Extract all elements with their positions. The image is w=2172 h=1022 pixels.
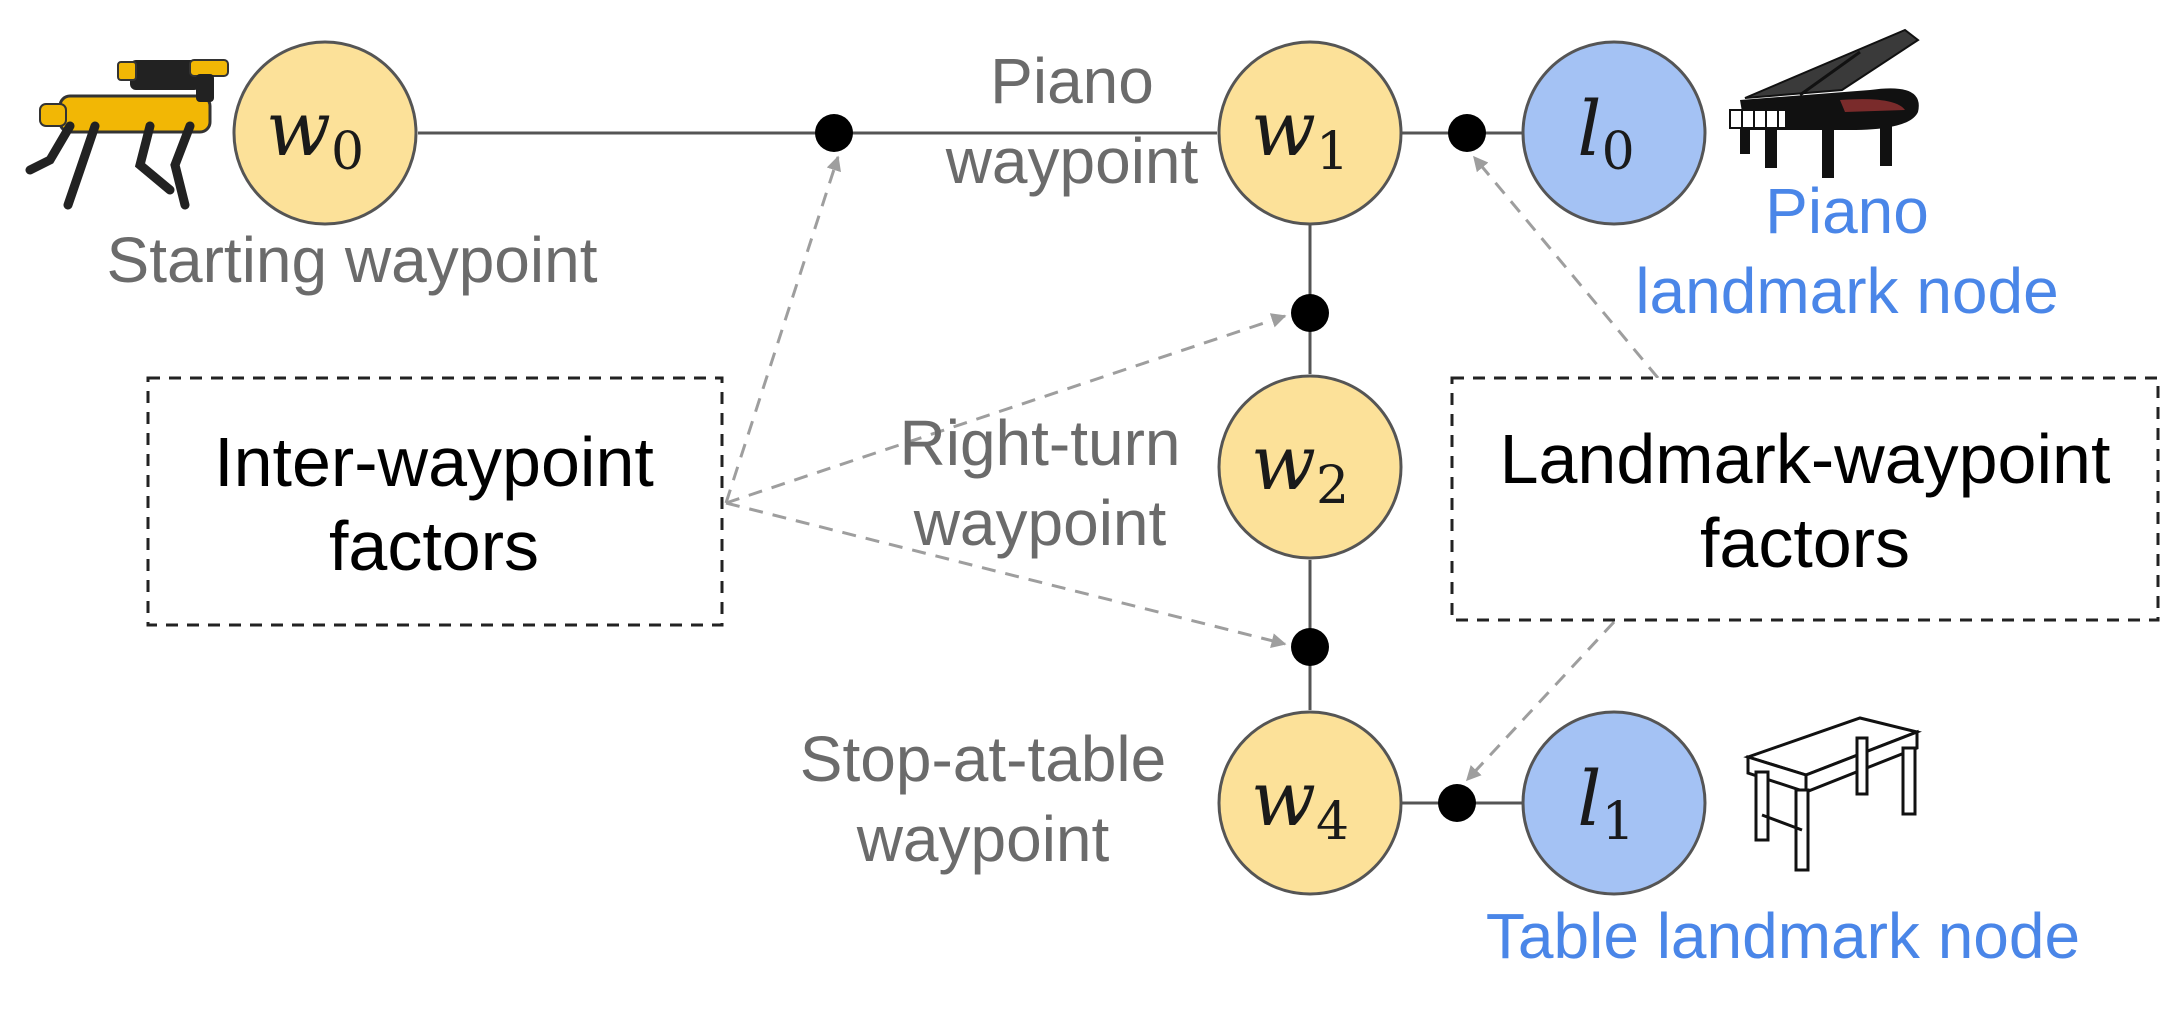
svg-text:l1: l1	[1577, 754, 1634, 852]
label-stop-table-line1: Stop-at-table	[800, 723, 1166, 795]
label-piano-landmark-line2: landmark node	[1635, 255, 2058, 327]
node-l0: l0	[1521, 40, 1707, 226]
arrow-inter-to-dot1	[724, 155, 841, 504]
node-w2-sub: 2	[1316, 456, 1349, 516]
node-w1: w1	[1217, 40, 1403, 226]
svg-text:w1: w1	[1251, 84, 1349, 182]
node-l0-sub: 0	[1602, 122, 1635, 182]
svg-text:w4: w4	[1251, 754, 1349, 852]
svg-text:w2: w2	[1251, 418, 1349, 516]
factor-dot-w1-w2	[1291, 294, 1329, 332]
factor-dot-w1-l0	[1448, 114, 1486, 152]
box-inter-line1: Inter-waypoint	[214, 423, 654, 501]
grand-piano-icon	[1729, 28, 1920, 178]
node-w4: w4	[1217, 710, 1403, 896]
factor-dots	[815, 114, 1486, 822]
label-right-turn-line2: waypoint	[913, 487, 1167, 559]
robot-dog-icon	[25, 59, 229, 210]
node-w0: w0	[232, 40, 418, 226]
table-icon	[1743, 716, 1922, 872]
node-l1-sub: 1	[1602, 792, 1635, 852]
node-w4-base: w	[1251, 754, 1316, 843]
box-landmark-line1: Landmark-waypoint	[1500, 420, 2111, 498]
node-w2-base: w	[1251, 418, 1316, 507]
box-landmark-waypoint-factors: Landmark-waypoint factors	[1450, 376, 2160, 622]
node-l1-base: l	[1577, 754, 1601, 843]
node-l1: l1	[1521, 710, 1707, 896]
box-inter-line2: factors	[329, 507, 539, 585]
node-w0-sub: 0	[331, 122, 364, 182]
label-piano-landmark-line1: Piano	[1765, 175, 1929, 247]
box-landmark-line2: factors	[1700, 504, 1910, 582]
box-inter-waypoint-factors: Inter-waypoint factors	[146, 376, 724, 627]
node-w4-sub: 4	[1316, 792, 1349, 852]
svg-text:l0: l0	[1577, 84, 1634, 182]
node-w1-base: w	[1251, 84, 1316, 173]
node-l0-base: l	[1577, 84, 1601, 173]
label-piano-waypoint-line1: Piano	[990, 45, 1154, 117]
dashed-arrows	[724, 155, 1660, 782]
arrow-inter-to-dot3	[725, 501, 1287, 648]
factor-dot-w4-l1	[1438, 784, 1476, 822]
arrow-lm-to-dot-table	[1465, 620, 1616, 782]
factor-dot-w0-w1	[815, 114, 853, 152]
node-w2: w2	[1217, 374, 1403, 560]
node-w1-sub: 1	[1316, 122, 1349, 182]
svg-text:w0: w0	[266, 84, 364, 182]
factor-dot-w2-w4	[1291, 628, 1329, 666]
label-stop-table-line2: waypoint	[856, 803, 1110, 875]
label-piano-waypoint-line2: waypoint	[945, 125, 1199, 197]
label-right-turn-line1: Right-turn	[900, 407, 1181, 479]
arrow-inter-to-dot2	[725, 313, 1287, 505]
label-table-landmark: Table landmark node	[1486, 900, 2080, 972]
label-starting-waypoint: Starting waypoint	[107, 224, 598, 296]
node-w0-base: w	[266, 84, 331, 173]
